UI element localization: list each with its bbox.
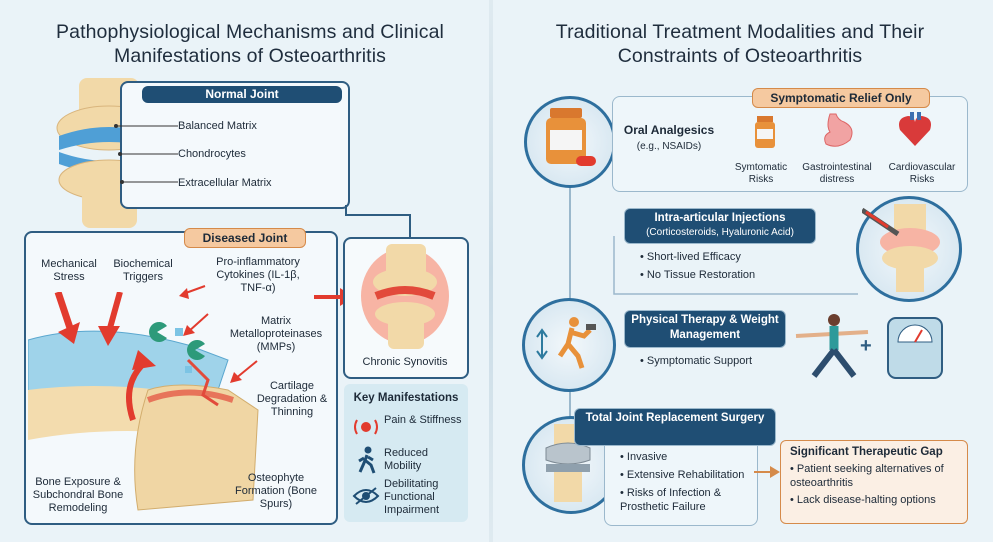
enzyme-icons [149, 322, 205, 373]
stomach-icon [824, 113, 853, 147]
physical-bullet-1: • Symptomatic Support [640, 355, 753, 367]
gap-arrow [754, 466, 780, 478]
physical-therapy-circle [522, 298, 616, 392]
physical-therapy-header: Physical Therapy & Weight Management [624, 310, 786, 348]
symptomatic-relief-header: Symptomatic Relief Only [752, 88, 930, 108]
oral-analgesics-sub: (e.g., NSAIDs) [636, 141, 702, 152]
balanced-matrix-label: Balanced Matrix [178, 120, 257, 132]
diseased-joint-header: Diseased Joint [184, 228, 306, 248]
synovitis-illustration [361, 244, 449, 349]
connector-line [345, 205, 411, 240]
gap-bullets: • Patient seeking alternatives of osteoa… [790, 462, 960, 507]
physical-bullets: • Symptomatic Support [640, 354, 752, 368]
cartilage-label: Cartilage Degradation & Thinning [256, 380, 328, 418]
injections-header: Intra-articular Injections (Corticostero… [624, 208, 816, 244]
surgery-bullet-1: • Invasive [620, 451, 668, 463]
injections-title: Intra-articular Injections [654, 212, 786, 224]
chondrocytes-label: Chondrocytes [178, 148, 246, 160]
plus-icon: + [860, 335, 872, 357]
gastrointestinal-label: Gastrointestinal distress [802, 162, 872, 185]
chronic-synovitis-label: Chronic Synovitis [362, 356, 448, 368]
exercise-icon [536, 317, 596, 369]
osteophyte-label: Osteophyte Formation (Bone Spurs) [235, 472, 317, 510]
functional-impairment-label: Debilitating Functional Impairment [384, 478, 440, 516]
reduced-mobility-label: Reduced Mobility [384, 447, 429, 472]
extracellular-matrix-label: Extracellular Matrix [178, 177, 272, 189]
right-title: Traditional Treatment Modalities and The… [555, 21, 925, 67]
bone-exposure-label: Bone Exposure & Subchondral Bone Remodel… [32, 476, 124, 514]
oral-analgesics-title: Oral Analgesics [623, 123, 715, 137]
joint-replacement-header: Total Joint Replacement Surgery [574, 408, 776, 446]
mechanical-stress-label: Mechanical Stress [41, 258, 97, 283]
oral-analgesics-box [612, 96, 968, 192]
surgery-bullet-3: • Risks of Infection & Prosthetic Failur… [620, 487, 722, 513]
symptomatic-risks-label: Symtomatic Risks [734, 162, 788, 185]
left-title: Pathophysiological Mechanisms and Clinic… [56, 21, 444, 67]
normal-joint-pointers [114, 124, 178, 184]
heart-icon [899, 112, 931, 146]
pain-stiffness-label: Pain & Stiffness [384, 414, 462, 426]
scale-icon [887, 317, 943, 379]
pain-icon [354, 419, 378, 435]
stress-arrows [54, 292, 123, 346]
diseased-joint-illustration [28, 330, 259, 511]
therapeutic-gap-box [780, 440, 968, 524]
mmps-label: Matrix Metalloproteinases (MMPs) [229, 315, 323, 353]
therapeutic-gap-title: Significant Therapeutic Gap [790, 446, 943, 458]
injection-bullet-1: • Short-lived Efficacy [640, 251, 741, 263]
surgery-bullets: • Invasive • Extensive Rehabilitation • … [620, 450, 760, 514]
gap-bullet-1: • Patient seeking alternatives of osteoa… [790, 463, 944, 489]
impairment-eye-icon [352, 487, 380, 505]
yoga-person-icon [795, 314, 869, 378]
biochemical-triggers-label: Biochemical Triggers [113, 258, 173, 283]
small-pill-bottle-icon [755, 116, 775, 148]
cartilage-arrow [230, 360, 258, 383]
normal-joint-header: Normal Joint [142, 86, 342, 103]
pill-bottle-icon [546, 108, 596, 166]
injections-sub: (Corticosteroids, Hyaluronic Acid) [646, 227, 794, 238]
cytokines-label: Pro-inflammatory Cytokines (IL-1β, TNF-α… [216, 256, 300, 294]
surgery-bullet-2: • Extensive Rehabilitation [620, 469, 745, 481]
center-divider [489, 0, 493, 542]
cytokine-arrow [179, 285, 206, 299]
injections-connector [613, 236, 858, 295]
injection-knee-icon [862, 204, 940, 292]
walking-person-icon [358, 446, 376, 474]
mmp-arrow [183, 313, 209, 336]
injections-bullets: • Short-lived Efficacy • No Tissue Resto… [640, 250, 755, 282]
gap-bullet-2: • Lack disease-halting options [790, 494, 936, 506]
key-manifestations-header: Key Manifestations [353, 392, 459, 404]
injection-bullet-2: • No Tissue Restoration [640, 269, 756, 281]
cardiovascular-label: Cardiovascular Risks [888, 162, 956, 185]
